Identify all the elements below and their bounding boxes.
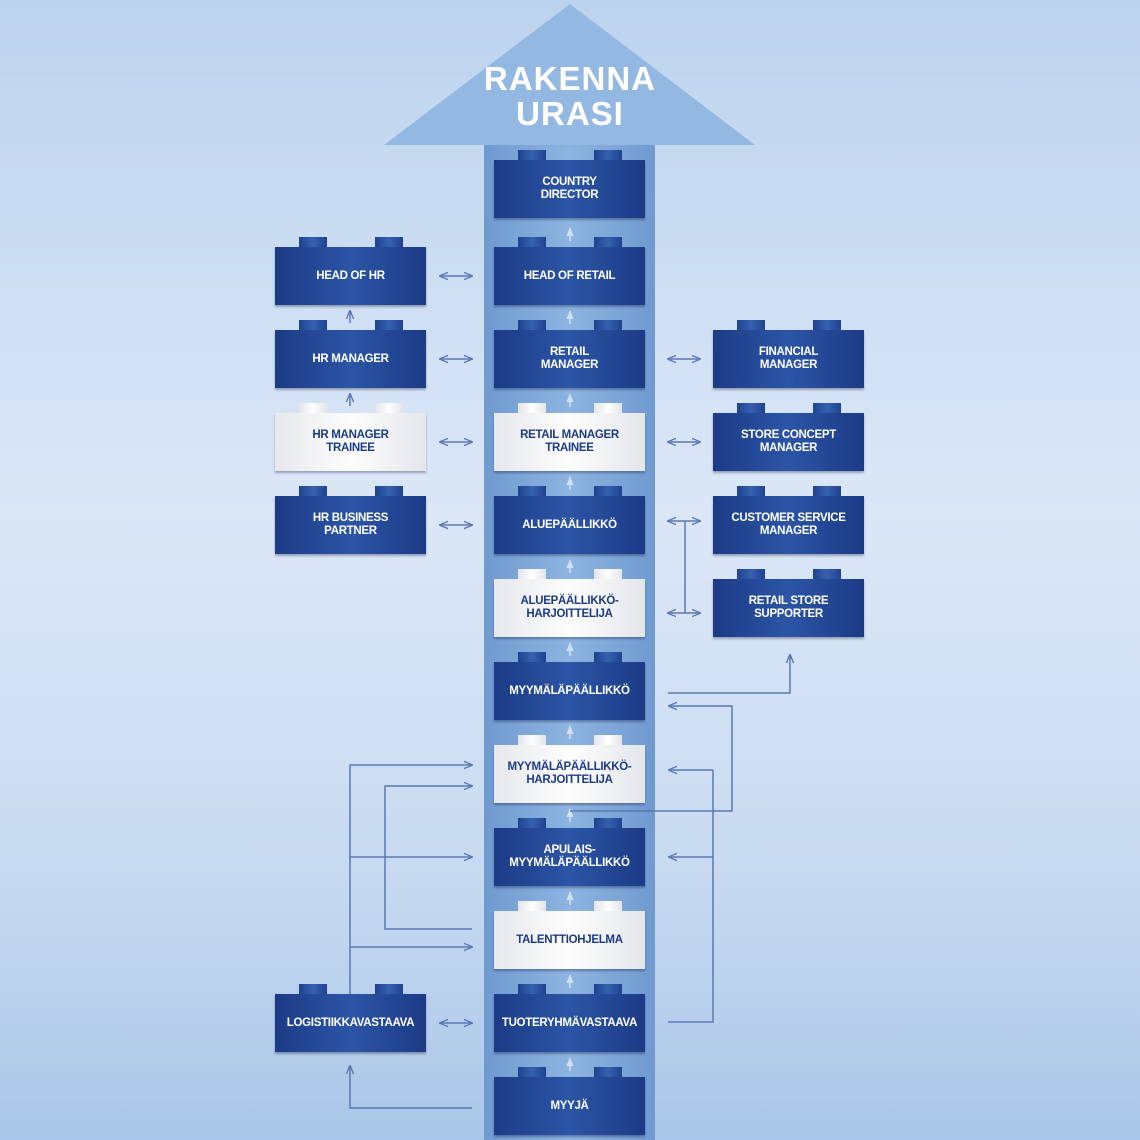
center-role-brick: TUOTERYHMÄVASTAAVA (494, 984, 645, 1052)
right-role-brick: FINANCIAL MANAGER (713, 320, 864, 388)
center-role-brick: MYYJÄ (494, 1067, 645, 1135)
role-label: HEAD OF HR (316, 269, 385, 282)
left-role-brick: HR MANAGER (275, 320, 426, 388)
right-role-brick: CUSTOMER SERVICE MANAGER (713, 486, 864, 554)
role-label: HR MANAGER TRAINEE (312, 429, 389, 454)
role-label: RETAIL MANAGER TRAINEE (520, 429, 619, 454)
connector-arrow (349, 765, 472, 994)
role-label: HR BUSINESS PARTNER (312, 512, 389, 537)
connector-arrow (350, 1066, 472, 1109)
role-label: APULAIS- MYYMÄLÄPÄÄLLIKKÖ (509, 844, 630, 869)
left-role-brick: HR BUSINESS PARTNER (275, 486, 426, 554)
right-role-brick: STORE CONCEPT MANAGER (713, 403, 864, 471)
title-line-1: RAKENNA (484, 60, 656, 97)
connector-line (668, 770, 714, 1023)
role-label: MYYMÄLÄPÄÄLLIKKÖ (509, 684, 630, 697)
role-label: ALUEPÄÄLLIKKÖ (522, 518, 617, 531)
center-role-brick: MYYMÄLÄPÄÄLLIKKÖ- HARJOITTELIJA (494, 735, 645, 803)
arrow-head (384, 4, 755, 145)
role-label: COUNTRY DIRECTOR (540, 176, 599, 201)
role-label: CUSTOMER SERVICE MANAGER (731, 512, 846, 537)
center-role-brick: APULAIS- MYYMÄLÄPÄÄLLIKKÖ (494, 818, 645, 886)
role-label: TALENTTIOHJELMA (516, 933, 623, 946)
center-role-brick: TALENTTIOHJELMA (494, 901, 645, 969)
role-label: MYYJÄ (550, 1099, 589, 1112)
role-label: HEAD OF RETAIL (523, 269, 616, 282)
left-role-brick: HR MANAGER TRAINEE (275, 403, 426, 471)
title-line-2: URASI (516, 95, 624, 132)
center-role-brick: RETAIL MANAGER (494, 320, 645, 388)
right-role-brick: RETAIL STORE SUPPORTER (713, 569, 864, 637)
left-role-brick: LOGISTIIKKAVASTAAVA (275, 984, 426, 1052)
left-role-brick: HEAD OF HR (275, 237, 426, 305)
role-label: FINANCIAL MANAGER (758, 346, 819, 371)
role-label: STORE CONCEPT MANAGER (741, 429, 836, 454)
center-role-brick: ALUEPÄÄLLIKKÖ (494, 486, 645, 554)
role-label: LOGISTIIKKAVASTAAVA (286, 1016, 415, 1029)
center-role-brick: RETAIL MANAGER TRAINEE (494, 403, 645, 471)
center-role-brick: ALUEPÄÄLLIKKÖ- HARJOITTELIJA (494, 569, 645, 637)
role-label: MYYMÄLÄPÄÄLLIKKÖ- HARJOITTELIJA (507, 761, 632, 786)
center-role-brick: COUNTRY DIRECTOR (494, 150, 645, 218)
role-label: RETAIL MANAGER (540, 346, 599, 371)
center-role-brick: MYYMÄLÄPÄÄLLIKKÖ (494, 652, 645, 720)
connector-arrow (570, 706, 733, 812)
center-role-brick: HEAD OF RETAIL (494, 237, 645, 305)
connector-arrow (384, 786, 472, 930)
role-label: TUOTERYHMÄVASTAAVA (501, 1016, 638, 1029)
role-label: HR MANAGER (312, 352, 389, 365)
connector-arrow (668, 655, 790, 694)
role-label: ALUEPÄÄLLIKKÖ- HARJOITTELIJA (520, 595, 619, 620)
role-label: RETAIL STORE SUPPORTER (748, 595, 829, 620)
